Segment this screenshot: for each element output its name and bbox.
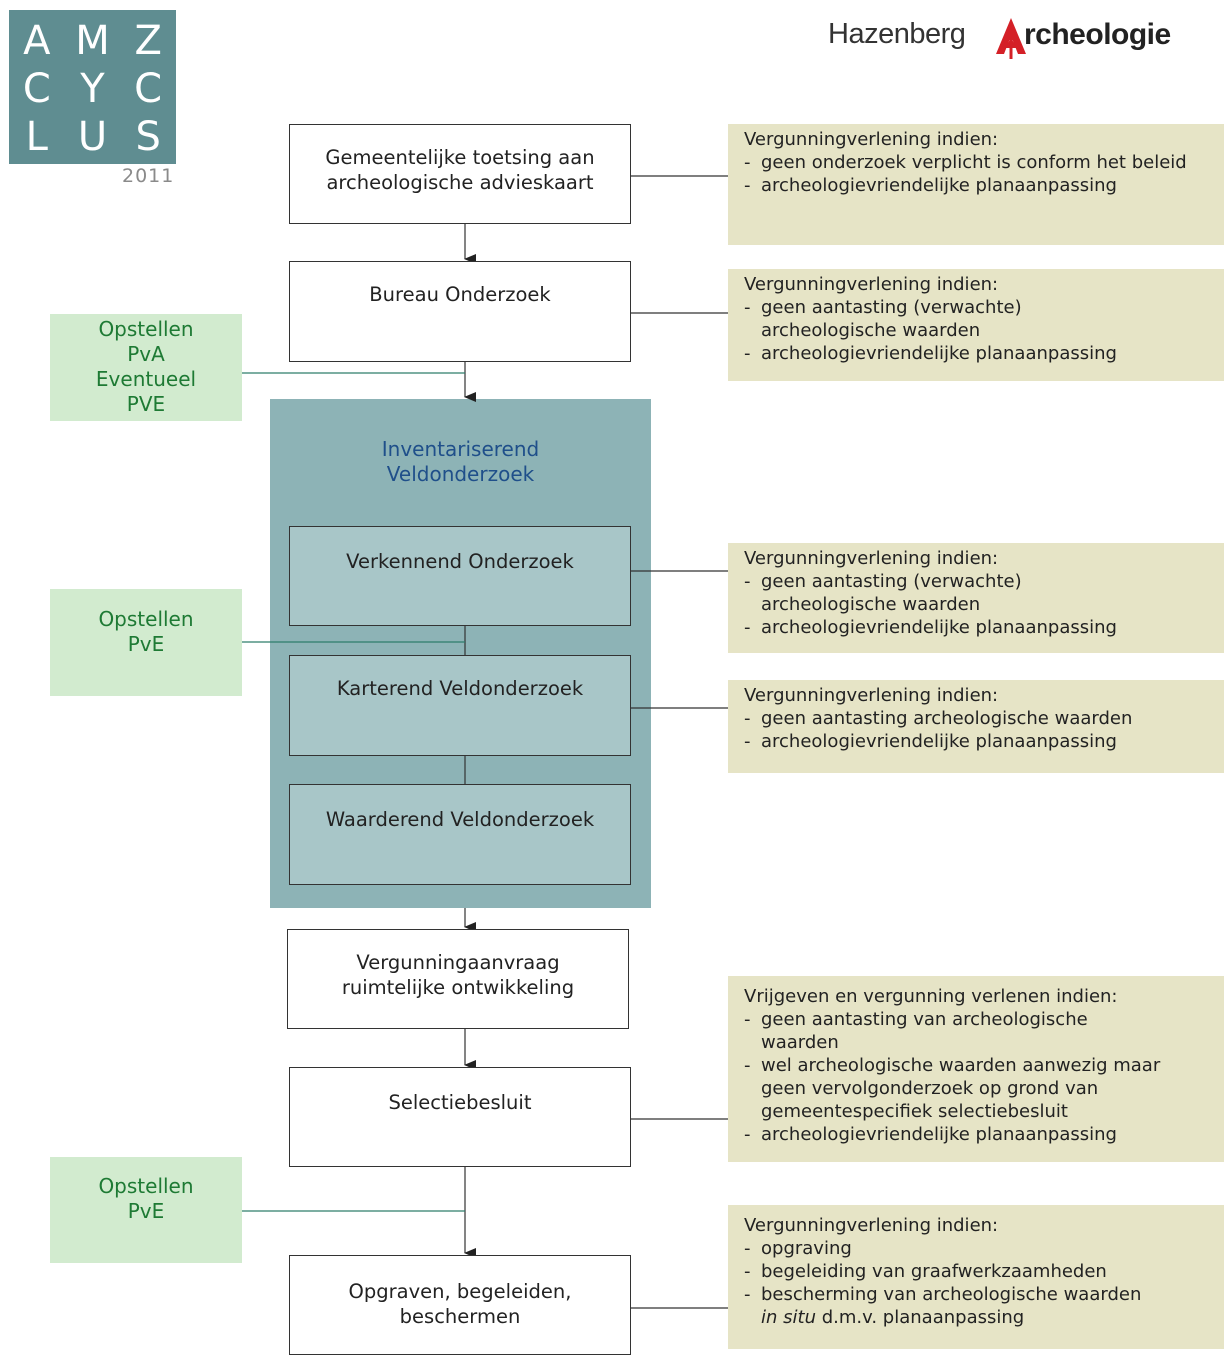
green-line: PVE: [126, 392, 166, 416]
logo-row-2: C Y C: [9, 66, 176, 112]
box-line: ruimtelijke ontwikkeling: [341, 976, 575, 999]
opstellen-pve-box-1: Opstellen PvE: [50, 589, 242, 696]
hazenberg-archeologie-logo: Hazenberg rcheologie: [828, 16, 1224, 60]
note-1: Vergunningverlening indien: geen onderzo…: [728, 124, 1224, 245]
logo-letter: M: [75, 18, 110, 64]
toetsing-box: Gemeentelijke toetsing aan archeologisch…: [289, 124, 631, 224]
note-item: begeleiding van graafwerkzaamheden: [744, 1260, 1214, 1283]
box-line: Karterend Veldonderzoek: [336, 677, 584, 700]
box-line: Waarderend Veldonderzoek: [325, 808, 595, 831]
note-item: geen onderzoek verplicht is conform het …: [744, 151, 1214, 174]
box-line: Bureau Onderzoek: [369, 283, 551, 306]
verkennend-box: Verkennend Onderzoek: [289, 526, 631, 626]
note-item: geen aantasting (verwachte) archeologisc…: [744, 296, 1061, 342]
inventariserend-title: Inventariserend Veldonderzoek: [270, 437, 651, 487]
box-line: Gemeentelijke toetsing aan: [325, 146, 595, 169]
note-item: geen aantasting van archeologische waard…: [744, 1008, 1141, 1054]
green-line: PvE: [127, 1199, 165, 1223]
note-heading: Vergunningverlening indien:: [744, 129, 999, 150]
italic-text: in situ: [761, 1307, 816, 1328]
green-line: Opstellen: [98, 607, 194, 631]
logo-letter: L: [25, 114, 48, 160]
note-5: Vrijgeven en vergunning verlenen indien:…: [728, 976, 1224, 1162]
note-item: archeologievriendelijke planaanpassing: [744, 1123, 1214, 1146]
box-line: archeologische advieskaart: [326, 171, 594, 194]
note-4: Vergunningverlening indien: geen aantast…: [728, 680, 1224, 773]
logo-letter: A: [23, 18, 51, 64]
note-item: opgraving: [744, 1237, 1214, 1260]
note-item: wel archeologische waarden aanwezig maar…: [744, 1054, 1201, 1123]
selectiebesluit-box: Selectiebesluit: [289, 1067, 631, 1167]
green-line: PvA: [127, 342, 165, 366]
red-a-arrow-icon: [996, 18, 1026, 59]
note-item: geen aantasting (verwachte) archeologisc…: [744, 570, 1061, 616]
opgraven-box: Opgraven, begeleiden, beschermen: [289, 1255, 631, 1355]
green-line: PvE: [127, 632, 165, 656]
box-line: Vergunningaanvraag: [356, 951, 560, 974]
green-line: Eventueel: [95, 367, 197, 391]
logo-letter: C: [134, 66, 163, 112]
note-heading: Vergunningverlening indien:: [744, 1215, 999, 1236]
note-item: archeologievriendelijke planaanpassing: [744, 616, 1214, 639]
note-item: archeologievriendelijke planaanpassing: [744, 342, 1214, 365]
note-item: archeologievriendelijke planaanpassing: [744, 730, 1214, 753]
logo-letter: U: [77, 114, 108, 160]
logo-letter: Z: [134, 18, 162, 64]
karterend-box: Karterend Veldonderzoek: [289, 655, 631, 756]
note-text: d.m.v. planaanpassing: [815, 1307, 1025, 1328]
note-item: bescherming van archeologische waarden: [744, 1283, 1214, 1306]
note-heading: Vrijgeven en vergunning verlenen indien:: [744, 986, 1118, 1007]
green-line: Opstellen: [98, 1174, 194, 1198]
note-heading: Vergunningverlening indien:: [744, 274, 999, 295]
box-line: Opgraven, begeleiden,: [348, 1280, 572, 1303]
waarderend-box: Waarderend Veldonderzoek: [289, 784, 631, 885]
title-line: Veldonderzoek: [386, 462, 535, 486]
box-line: beschermen: [399, 1305, 521, 1328]
title-line: Inventariserend: [381, 437, 540, 461]
box-line: Verkennend Onderzoek: [346, 550, 574, 573]
note-heading: Vergunningverlening indien:: [744, 548, 999, 569]
logo-letter: C: [22, 66, 51, 112]
logo-row-3: L U S: [9, 114, 176, 160]
logo-text-bold: rcheologie: [1024, 18, 1171, 51]
amz-cyclus-logo: A M Z C Y C L U S: [9, 10, 176, 164]
logo-letter: Y: [80, 66, 105, 112]
logo-text-light: Hazenberg: [828, 18, 966, 50]
note-2: Vergunningverlening indien: geen aantast…: [728, 269, 1224, 381]
note-item: archeologievriendelijke planaanpassing: [744, 174, 1214, 197]
note-item-continuation: in situ d.m.v. planaanpassing: [744, 1306, 1214, 1329]
logo-letter: S: [135, 114, 161, 160]
logo-row-1: A M Z: [9, 18, 176, 64]
note-6: Vergunningverlening indien: opgraving be…: [728, 1205, 1224, 1349]
bureau-onderzoek-box: Bureau Onderzoek: [289, 261, 631, 362]
note-heading: Vergunningverlening indien:: [744, 685, 999, 706]
opstellen-pve-box-2: Opstellen PvE: [50, 1157, 242, 1263]
note-item: geen aantasting archeologische waarden: [744, 707, 1214, 730]
opstellen-pva-box: Opstellen PvA Eventueel PVE: [50, 314, 242, 421]
green-line: Opstellen: [98, 317, 194, 341]
note-3: Vergunningverlening indien: geen aantast…: [728, 543, 1224, 653]
vergunningaanvraag-box: Vergunningaanvraag ruimtelijke ontwikkel…: [287, 929, 629, 1029]
box-line: Selectiebesluit: [388, 1091, 532, 1114]
logo-year: 2011: [122, 165, 175, 187]
